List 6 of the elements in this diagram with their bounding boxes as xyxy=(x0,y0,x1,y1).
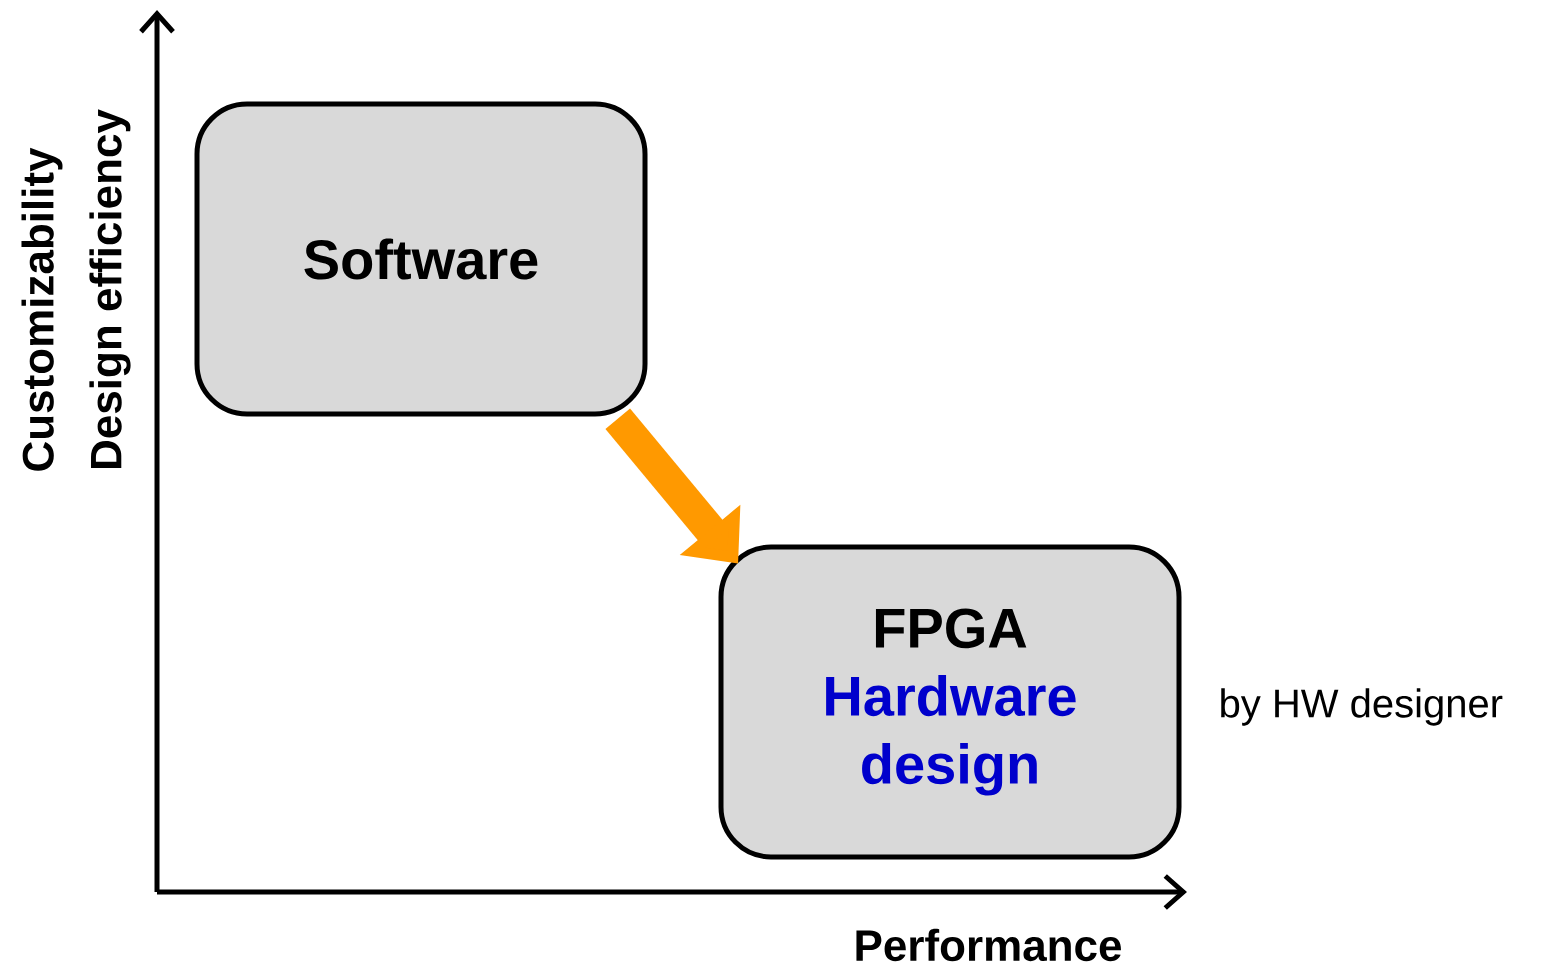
axis-label: Customizability xyxy=(21,147,63,471)
rounded-box: Software xyxy=(194,101,648,417)
rounded-box: FPGA Hardware design xyxy=(718,544,1182,860)
axis-label: Performance xyxy=(856,928,1121,962)
axis-label: Design efficiency xyxy=(89,109,131,468)
side-note: by HW designer xyxy=(1221,688,1503,726)
